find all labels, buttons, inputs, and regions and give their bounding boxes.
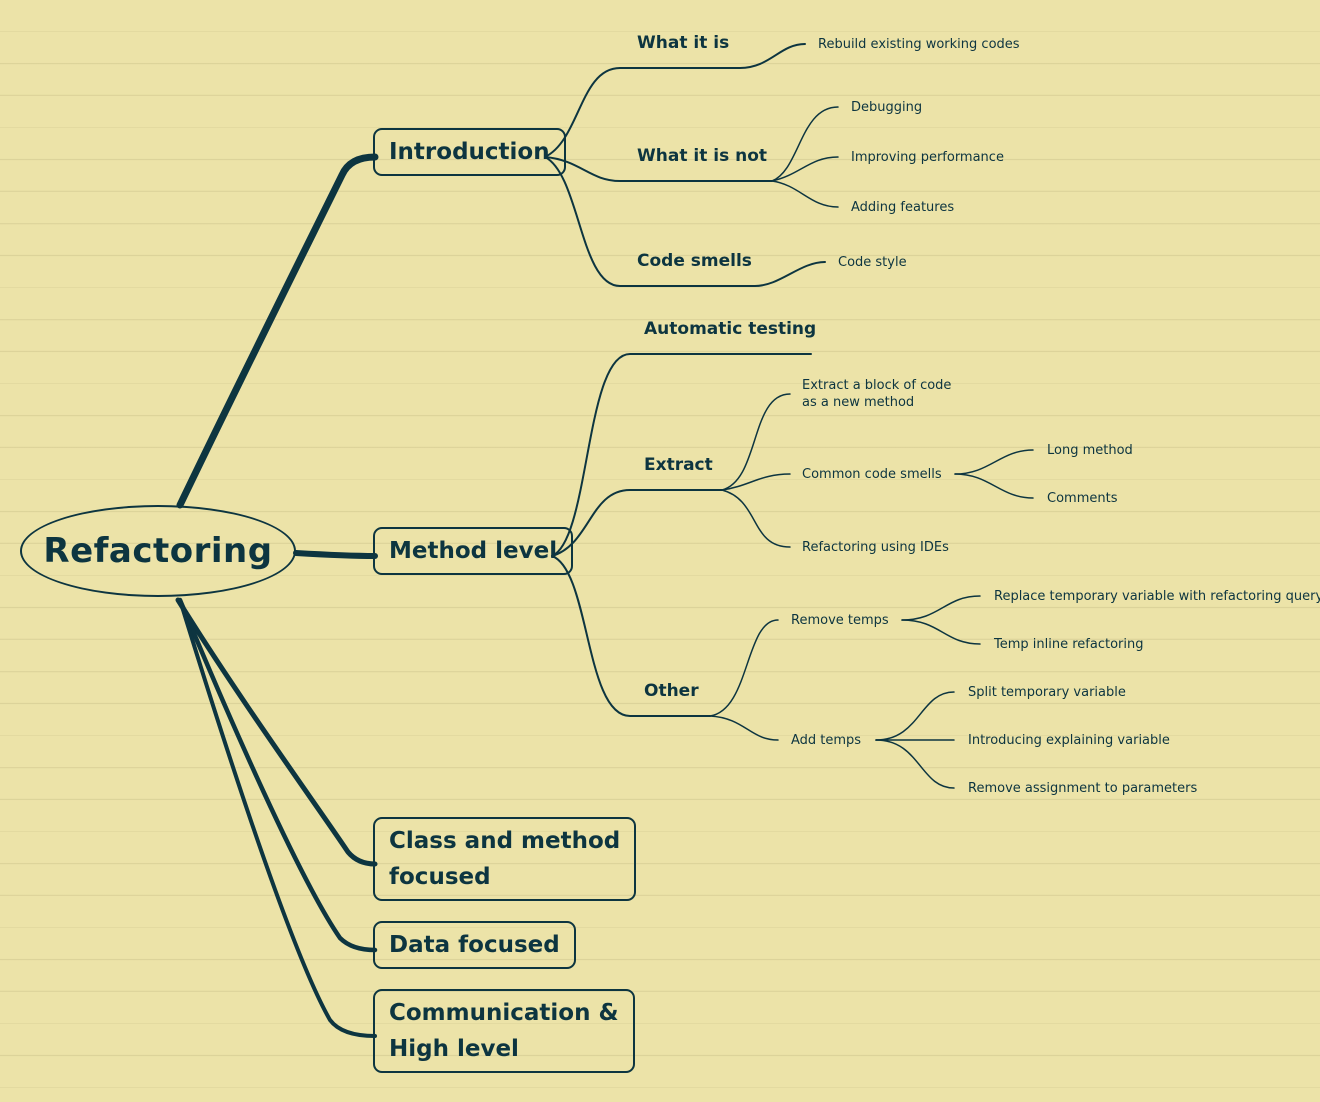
subtopic-other[interactable]: Other xyxy=(644,681,699,701)
leaf-refactoring-ides[interactable]: Refactoring using IDEs xyxy=(802,540,949,555)
topic-communication-line2: High level xyxy=(389,1036,519,1062)
edge-extract-ides xyxy=(721,489,791,548)
topic-introduction[interactable]: Introduction xyxy=(373,128,566,176)
topic-class-method[interactable]: Class and method focused xyxy=(373,817,637,901)
topic-introduction-label: Introduction xyxy=(389,139,550,165)
leaf-extract-block[interactable]: Extract a block of code as a new method xyxy=(802,377,951,411)
topic-data-focused[interactable]: Data focused xyxy=(373,921,576,969)
leaf-common-code-smells[interactable]: Common code smells xyxy=(802,467,942,482)
edge-root-data xyxy=(177,597,378,953)
edge-method-extract xyxy=(551,489,723,557)
leaf-split-temp[interactable]: Split temporary variable xyxy=(968,685,1126,700)
edge-common-long xyxy=(954,449,1034,475)
subtopic-extract[interactable]: Extract xyxy=(644,455,713,475)
subtopic-code-smells[interactable]: Code smells xyxy=(637,251,752,271)
topic-communication[interactable]: Communication & High level xyxy=(373,989,635,1073)
topic-communication-line1: Communication & xyxy=(389,1000,619,1026)
leaf-extract-block-line1: Extract a block of code xyxy=(802,378,952,393)
edge-other-add xyxy=(709,715,779,741)
topic-method-level[interactable]: Method level xyxy=(373,527,574,575)
leaf-temp-inline[interactable]: Temp inline refactoring xyxy=(994,637,1144,652)
subtopic-automatic-testing[interactable]: Automatic testing xyxy=(644,319,817,339)
edge-root-communication xyxy=(178,598,377,1038)
subtopic-what-it-is-not[interactable]: What it is not xyxy=(637,146,768,166)
leaf-debugging[interactable]: Debugging xyxy=(851,100,923,115)
leaf-extract-block-line2: as a new method xyxy=(802,395,915,410)
edge-other-remove xyxy=(709,619,779,717)
subtopic-what-it-is[interactable]: What it is xyxy=(637,33,730,53)
leaf-code-style[interactable]: Code style xyxy=(838,255,907,270)
edge-remove-inline xyxy=(901,619,981,645)
topic-data-focused-label: Data focused xyxy=(389,932,560,958)
leaf-adding-features[interactable]: Adding features xyxy=(851,200,955,215)
leaf-comments[interactable]: Comments xyxy=(1047,491,1118,506)
leaf-improving-performance[interactable]: Improving performance xyxy=(851,150,1004,165)
edge-add-split xyxy=(875,691,955,741)
edge-common-comments xyxy=(954,473,1034,499)
edge-extract-block xyxy=(721,393,791,491)
leaf-long-method[interactable]: Long method xyxy=(1047,443,1133,458)
edge-whatisnot-debugging xyxy=(771,106,839,182)
edge-add-remove-assign xyxy=(875,739,955,789)
edge-method-automatic xyxy=(551,353,812,557)
edge-root-introduction xyxy=(176,153,379,509)
topic-class-method-line1: Class and method xyxy=(389,828,621,854)
edge-root-class xyxy=(175,597,378,867)
edge-intro-whatisnot xyxy=(544,156,773,182)
leaf-add-temps[interactable]: Add temps xyxy=(791,733,862,748)
edge-intro-codesmells xyxy=(544,156,826,287)
edge-intro-whatis xyxy=(544,43,806,158)
leaf-rebuild[interactable]: Rebuild existing working codes xyxy=(818,37,1020,52)
edge-remove-replace xyxy=(901,595,981,621)
topic-method-level-label: Method level xyxy=(389,538,558,564)
root-label: Refactoring xyxy=(43,531,273,571)
leaf-replace-temp[interactable]: Replace temporary variable with refactor… xyxy=(994,589,1320,604)
leaf-introducing-explaining[interactable]: Introducing explaining variable xyxy=(968,733,1170,748)
edge-whatisnot-performance xyxy=(771,156,839,182)
edge-root-method xyxy=(293,550,378,559)
root-node[interactable]: Refactoring xyxy=(20,505,296,597)
leaf-remove-assignment[interactable]: Remove assignment to parameters xyxy=(968,781,1198,796)
edge-extract-common xyxy=(721,473,791,491)
leaf-remove-temps[interactable]: Remove temps xyxy=(791,613,889,628)
edge-whatisnot-features xyxy=(771,180,839,208)
topic-class-method-line2: focused xyxy=(389,864,491,890)
